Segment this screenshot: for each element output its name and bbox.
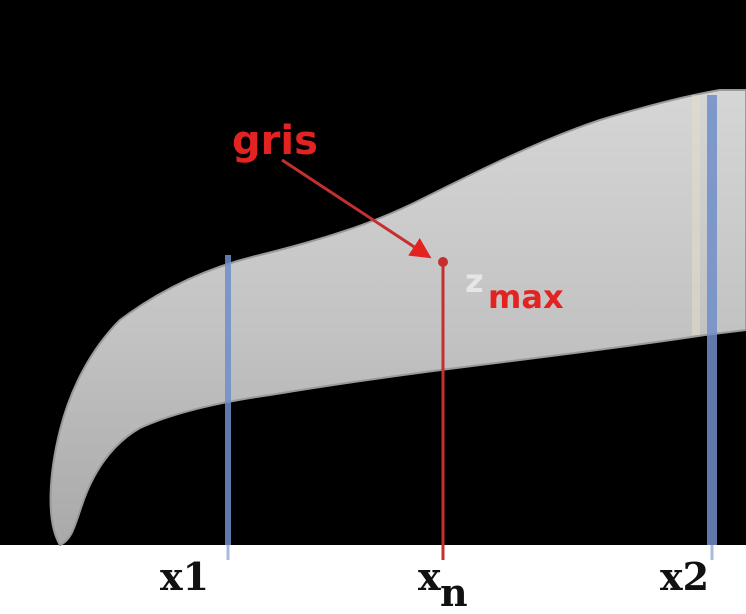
xn-label: x	[418, 554, 441, 599]
x2-label: x2	[660, 554, 709, 599]
gray-shape	[49, 89, 746, 547]
x1-label: x1	[160, 554, 209, 599]
z-label: z	[465, 262, 484, 300]
max-label: max	[488, 278, 564, 316]
gris-arrow	[281, 158, 432, 259]
xn-subscript: n	[440, 570, 468, 610]
zmax-point	[438, 257, 448, 267]
gris-label: gris	[232, 118, 318, 164]
shape-highlight	[692, 95, 700, 335]
